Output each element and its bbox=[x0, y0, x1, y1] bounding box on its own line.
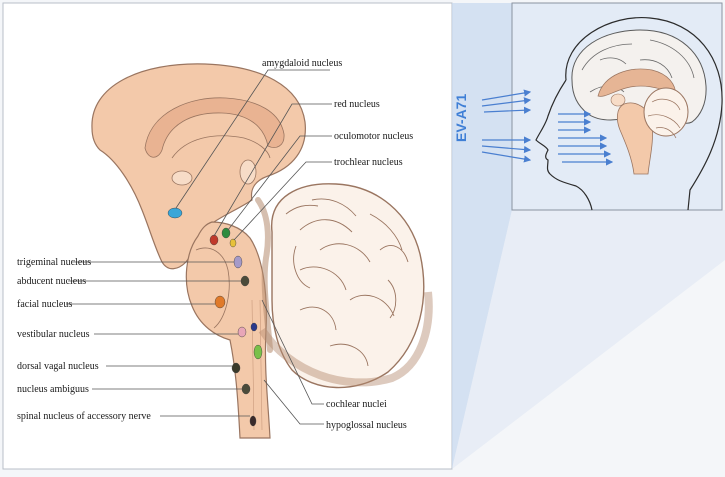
label-cochlear-nuclei: cochlear nuclei bbox=[326, 399, 387, 410]
leader-amygdaloid bbox=[175, 69, 330, 209]
abducent-nucleus-marker bbox=[240, 275, 250, 287]
label-trochlear-nucleus: trochlear nucleus bbox=[334, 157, 403, 168]
pineal-region bbox=[239, 159, 257, 185]
corpus-callosum bbox=[144, 97, 285, 158]
accessory-nucleus-marker bbox=[249, 415, 257, 427]
label-vestibular-nucleus: vestibular nucleus bbox=[17, 329, 90, 340]
label-abducent-nucleus: abducent nucleus bbox=[17, 276, 86, 287]
trigeminal-nucleus-marker bbox=[233, 255, 243, 269]
label-oculomotor-nucleus: oculomotor nucleus bbox=[334, 131, 413, 142]
leader-red bbox=[213, 103, 332, 237]
brainstem-fibers bbox=[251, 299, 263, 431]
sagittal-brain bbox=[91, 63, 433, 439]
virus-label: EV-A71 bbox=[453, 94, 469, 142]
virus-entry-arrows bbox=[481, 89, 614, 166]
zoom-projection bbox=[452, 3, 512, 469]
leader-hypoglossal bbox=[263, 379, 324, 425]
trochlear-nucleus-marker bbox=[229, 238, 237, 248]
leader-trochlear bbox=[233, 161, 332, 241]
label-trigeminal-nucleus: trigeminal nucleus bbox=[17, 257, 91, 268]
label-dorsal-vagal-nucleus: dorsal vagal nucleus bbox=[17, 361, 99, 372]
vestibular-nucleus-marker bbox=[237, 326, 247, 338]
brainstem bbox=[185, 221, 271, 439]
label-nucleus-ambiguus: nucleus ambiguus bbox=[17, 384, 89, 395]
head-inset bbox=[511, 2, 723, 211]
amygdaloid-nucleus-marker bbox=[167, 207, 183, 219]
nuclei-markers bbox=[167, 207, 263, 427]
leader-cochlear bbox=[261, 299, 324, 405]
interthalamic-adhesion bbox=[171, 170, 193, 186]
fornix bbox=[171, 135, 271, 159]
label-red-nucleus: red nucleus bbox=[334, 99, 380, 110]
nucleus-ambiguus-marker bbox=[241, 383, 251, 395]
oculomotor-nucleus-marker bbox=[221, 227, 231, 239]
label-amygdaloid-nucleus: amygdaloid nucleus bbox=[262, 58, 342, 69]
dorsal-vagal-secondary-marker bbox=[253, 344, 263, 360]
fourth-ventricle bbox=[255, 197, 273, 353]
leader-oculomotor bbox=[227, 135, 332, 231]
label-spinal-accessory-nucleus: spinal nucleus of accessory nerve bbox=[17, 411, 151, 422]
vestibular-nucleus-secondary-marker bbox=[250, 322, 258, 332]
head-silhouette bbox=[535, 17, 723, 211]
zoom-projection-lower bbox=[452, 210, 725, 469]
dorsal-vagal-nucleus-marker bbox=[231, 362, 241, 374]
label-facial-nucleus: facial nucleus bbox=[17, 299, 72, 310]
facial-nucleus-marker bbox=[214, 295, 226, 309]
leader-lines bbox=[66, 69, 332, 425]
red-nucleus-marker bbox=[209, 234, 219, 246]
label-hypoglossal-nucleus: hypoglossal nucleus bbox=[326, 420, 407, 431]
pons-outline bbox=[195, 247, 230, 329]
